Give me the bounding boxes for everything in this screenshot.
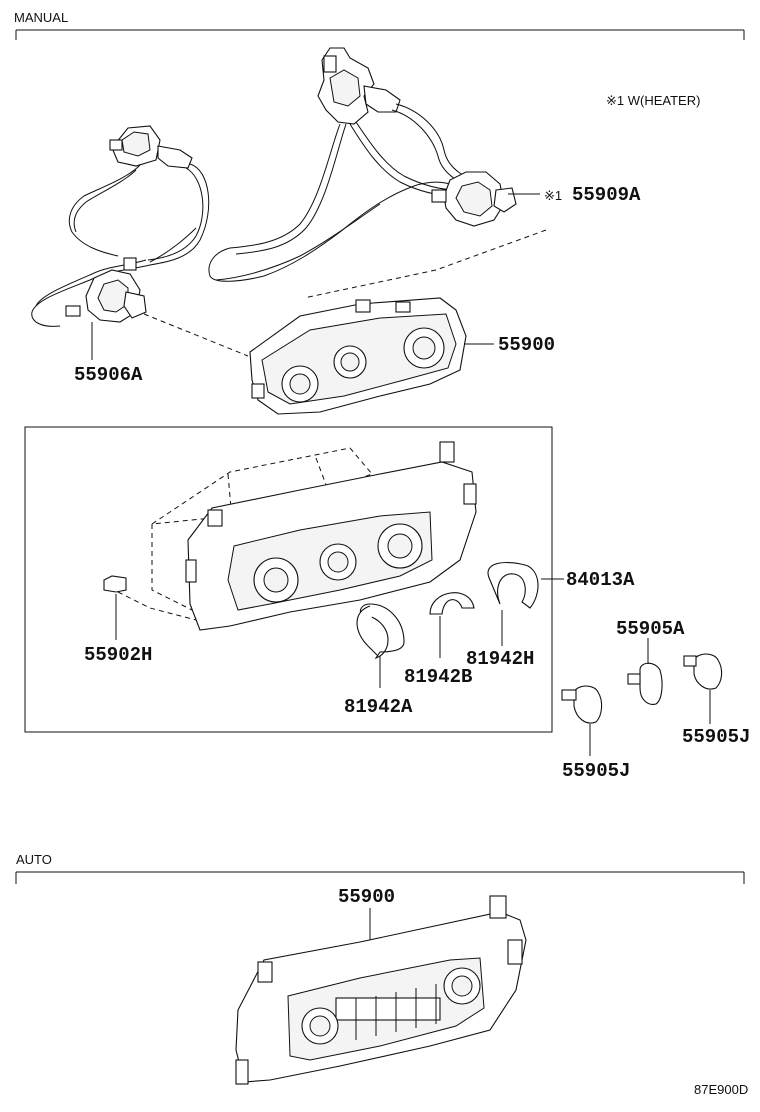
label-55905J-right: 55905J xyxy=(682,726,750,748)
label-55900-auto: 55900 xyxy=(338,886,395,908)
label-55905A: 55905A xyxy=(616,618,685,640)
clip-55902H xyxy=(103,575,127,593)
cable-55909A xyxy=(208,47,517,282)
control-panel-assembly xyxy=(185,441,477,631)
label-84013A: 84013A xyxy=(566,569,635,591)
control-unit-55900-manual xyxy=(249,297,467,415)
ring-81942B xyxy=(429,592,475,615)
knob-55905J-right xyxy=(683,653,723,690)
diagram-code: 87E900D xyxy=(694,1082,748,1097)
label-55902H: 55902H xyxy=(84,644,152,666)
label-81942H: 81942H xyxy=(466,648,534,670)
assembly-lines-upper xyxy=(143,229,547,357)
knob-55905J-left xyxy=(561,685,603,724)
ring-81942A xyxy=(356,603,405,660)
label-81942B: 81942B xyxy=(404,666,472,688)
label-55909A: 55909A xyxy=(572,184,641,206)
heater-note: ※1 W(HEATER) xyxy=(606,93,700,108)
section-title-manual: MANUAL xyxy=(14,10,68,25)
label-55906A: 55906A xyxy=(74,364,143,386)
label-55905J-left: 55905J xyxy=(562,760,630,782)
section-bracket-manual xyxy=(15,29,745,40)
knob-55905A xyxy=(627,662,663,705)
ring-81942H xyxy=(487,561,539,609)
cable-55906A xyxy=(31,125,210,327)
control-unit-55900-auto xyxy=(235,895,527,1085)
label-81942A: 81942A xyxy=(344,696,413,718)
label-55900-manual: 55900 xyxy=(498,334,555,356)
section-bracket-auto xyxy=(15,871,745,884)
section-title-auto: AUTO xyxy=(16,852,52,867)
label-55909A-prefix: ※1 xyxy=(544,188,562,203)
